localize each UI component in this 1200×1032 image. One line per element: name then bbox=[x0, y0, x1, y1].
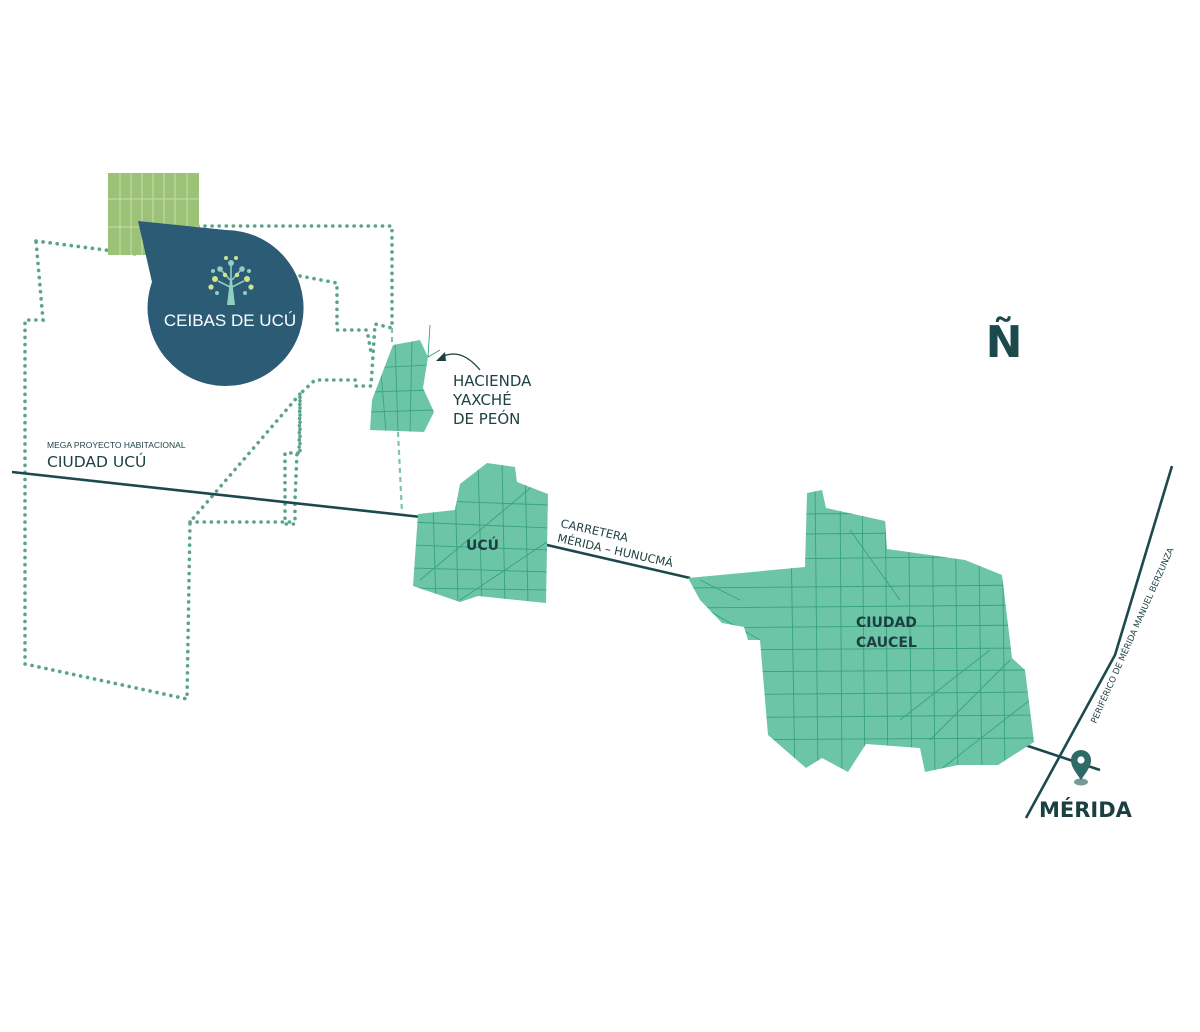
hacienda-label-line3: DE PEÓN bbox=[453, 409, 520, 428]
caucel-label-line2: CAUCEL bbox=[856, 635, 917, 651]
hacienda-yaxche-area bbox=[370, 324, 441, 432]
north-arrow-icon: Ñ bbox=[986, 315, 1023, 368]
badge-shape bbox=[138, 221, 304, 386]
hacienda-arrow-icon bbox=[439, 353, 481, 371]
ceiba-tree-icon bbox=[208, 256, 254, 305]
project-subtitle: MEGA PROYECTO HABITACIONAL bbox=[47, 440, 186, 450]
caucel-label-line1: CIUDAD bbox=[856, 615, 917, 631]
periferico-label: PERIFÉRICO DE MÉRIDA MANUEL BERZUNZA bbox=[1088, 545, 1177, 725]
arrow-head bbox=[436, 352, 446, 361]
ceibas-plot bbox=[108, 173, 199, 255]
badge-label: CEIBAS DE UCÚ bbox=[164, 311, 296, 330]
hacienda-label-line2: YAXCHÉ bbox=[452, 390, 512, 409]
ucu-town-area bbox=[413, 463, 548, 603]
location-pin-icon[interactable] bbox=[1071, 750, 1091, 786]
project-title: CIUDAD UCÚ bbox=[47, 452, 146, 471]
merida-label: MÉRIDA bbox=[1039, 797, 1133, 822]
periferico-road bbox=[1024, 465, 1174, 819]
ucu-label: UCÚ bbox=[466, 536, 499, 554]
ciudad-ucu-boundary bbox=[23, 224, 404, 702]
ceibas-badge[interactable]: CEIBAS DE UCÚ bbox=[138, 221, 304, 386]
hacienda-label-line1: HACIENDA bbox=[453, 372, 532, 390]
